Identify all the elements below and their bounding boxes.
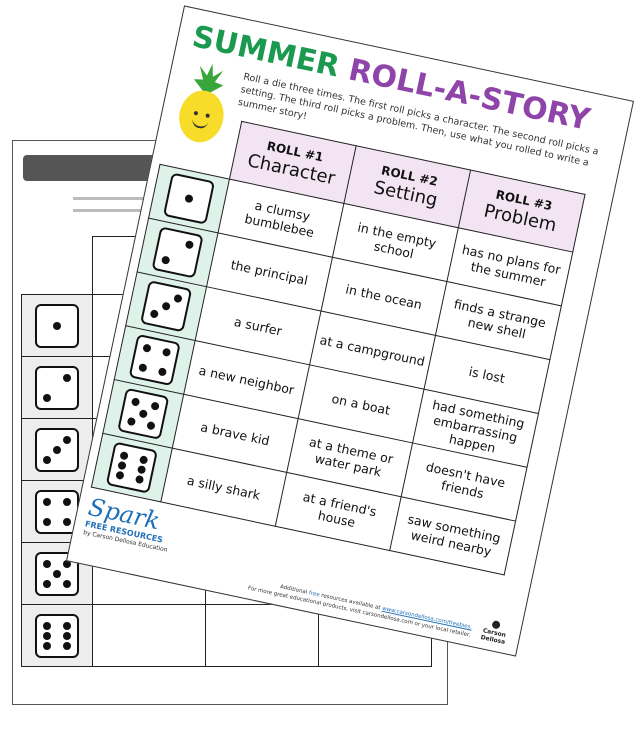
die-face-1-icon bbox=[35, 303, 79, 348]
die-face-4-icon bbox=[35, 489, 79, 534]
die-face-1-icon bbox=[162, 172, 216, 225]
die-face-2-icon bbox=[35, 365, 79, 410]
die-face-6-icon bbox=[105, 441, 158, 494]
die-face-6-icon bbox=[35, 613, 79, 658]
die-face-2-icon bbox=[151, 226, 204, 279]
die-face-4-icon bbox=[128, 333, 181, 387]
die-face-5-icon bbox=[117, 387, 170, 440]
footer-free: free bbox=[308, 590, 321, 599]
die-face-3-icon bbox=[140, 280, 193, 333]
die-face-3-icon bbox=[35, 427, 79, 472]
